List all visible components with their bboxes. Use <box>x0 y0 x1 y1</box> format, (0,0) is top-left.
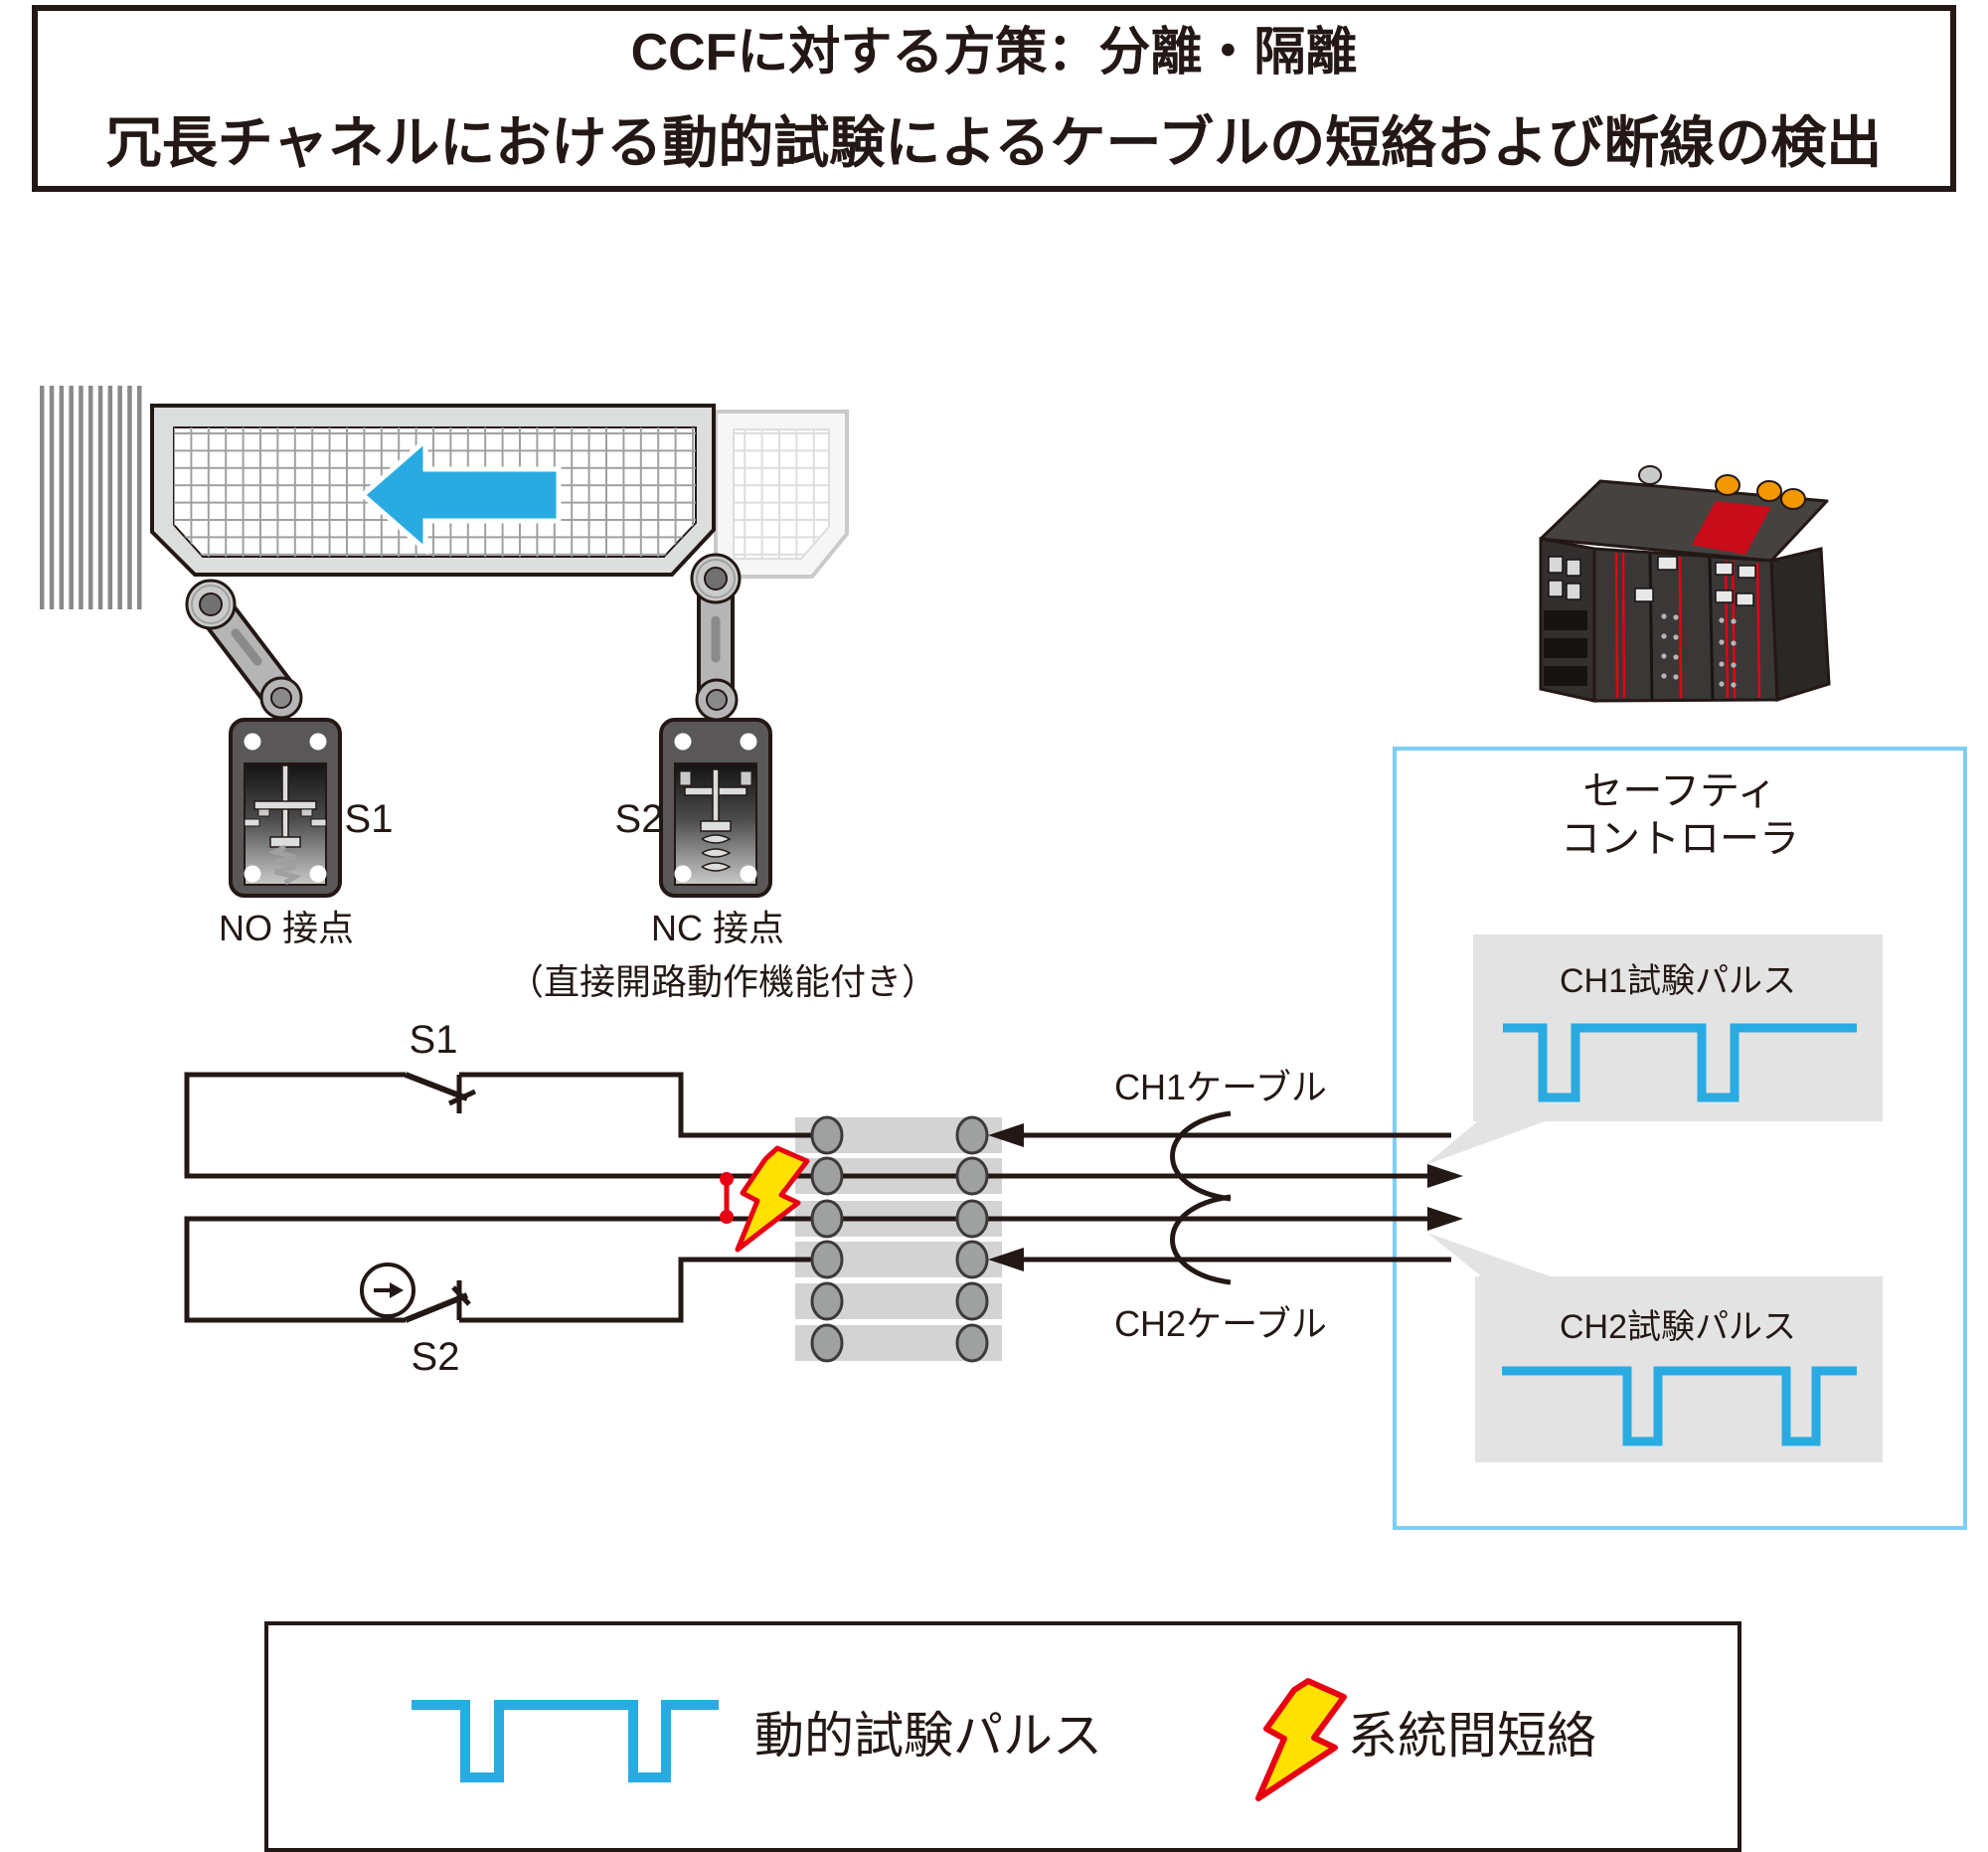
wire-ch2-return <box>184 1216 1431 1323</box>
s2-nc-contact-symbol <box>404 1280 471 1323</box>
title-line-2: 冗長チャネルにおける動的試験によるケーブルの短絡および断線の検出 <box>106 111 1882 174</box>
terminal-contact <box>810 1115 844 1155</box>
legend-box-border <box>264 1621 1741 1852</box>
legend-box: 動的試験パルス 系統間短絡 <box>264 1621 1741 1852</box>
title-box: CCFに対する方策：分離・隔離 冗長チャネルにおける動的試験によるケーブルの短絡… <box>32 5 1956 192</box>
controller-top-face <box>1539 479 1829 563</box>
controller-gray-knob-icon <box>1638 465 1662 485</box>
ch2-pulse-waveform <box>1502 1366 1857 1446</box>
arrowhead-right-icon <box>1427 1164 1463 1188</box>
terminal-contact <box>810 1323 844 1363</box>
controller-terminal-dots <box>1661 613 1737 688</box>
safety-controller-box: セーフティ コントローラ CH1試験パルス CH2試験パルス <box>1393 747 1967 1530</box>
wire-ch1-feed <box>459 1072 817 1138</box>
terminal-contact <box>810 1281 844 1321</box>
controller-connector-tabs <box>1634 556 1756 606</box>
safety-controller-title-line2: コントローラ <box>1561 817 1799 861</box>
controller-end-cap <box>1769 547 1831 703</box>
wire-ch2-feed <box>459 1257 817 1323</box>
switch-mechanism-s2 <box>679 768 752 872</box>
circuit-s1-label: S1 <box>410 1018 458 1062</box>
terminal-contact <box>955 1156 989 1196</box>
terminal-contact <box>810 1156 844 1196</box>
wiring-circuit: S1 S2 CH1ケーブル CH2ケーブル <box>184 1018 1463 1379</box>
direct-opening-action-icon <box>360 1263 415 1318</box>
title-box-border <box>32 5 1956 192</box>
ch2-pulse-label: CH2試験パルス <box>1560 1308 1796 1346</box>
circuit-s2-label: S2 <box>412 1335 460 1379</box>
ch2-pulse-bubble: CH2試験パルス <box>1427 1233 1883 1462</box>
terminal-contact <box>810 1240 844 1279</box>
controller-module-separators <box>1648 553 1715 701</box>
roller-lever-s2 <box>690 553 742 722</box>
controller-slots <box>1544 610 1587 686</box>
wire-ch1-return <box>184 1072 1431 1179</box>
ch2-cable-coil-icon <box>1170 1194 1232 1285</box>
ch1-pulse-bubble: CH1試験パルス <box>1425 934 1883 1165</box>
label-nc-contact: NC 接点 <box>651 908 784 948</box>
label-s1: S1 <box>345 797 394 841</box>
screw-holes-s2 <box>674 733 757 883</box>
label-s2: S2 <box>615 797 664 841</box>
switch-mechanism-s1 <box>244 764 327 886</box>
label-no-contact: NO 接点 <box>219 908 354 948</box>
ch1-cable-label: CH1ケーブル <box>1114 1067 1327 1107</box>
terminal-contact <box>810 1199 844 1239</box>
arrowhead-left-icon <box>988 1248 1024 1271</box>
arrowhead-right-icon <box>1427 1207 1463 1231</box>
guard-scene: S1 NO 接点 <box>40 386 937 1002</box>
controller-led-buttons <box>1548 556 1581 600</box>
legend-short-circuit-label: 系統間短絡 <box>1348 1708 1596 1764</box>
safety-controller-title-line1: セーフティ <box>1582 769 1776 813</box>
terminal-contacts <box>810 1115 989 1363</box>
lightning-icon <box>735 1145 810 1253</box>
fence-wall-stripes <box>40 386 142 609</box>
door-move-left-arrow-icon <box>359 434 562 556</box>
terminal-contact <box>955 1199 989 1239</box>
limit-switch-s1: S1 NO 接点 <box>185 579 394 948</box>
ch2-cable-label: CH2ケーブル <box>1114 1303 1327 1344</box>
legend-pulse-label: 動的試験パルス <box>754 1708 1102 1764</box>
controller-orange-knob-icons <box>1715 474 1806 510</box>
legend-lightning-icon <box>1255 1678 1347 1801</box>
short-circuit-mark <box>720 1145 810 1253</box>
terminal-contact <box>955 1281 989 1321</box>
s1-no-contact-symbol <box>404 1072 477 1113</box>
terminal-contact <box>955 1323 989 1363</box>
controller-red-stripes <box>1614 552 1761 699</box>
safety-controller-product <box>1539 465 1831 703</box>
terminal-contact <box>955 1115 989 1155</box>
terminal-contact <box>955 1240 989 1279</box>
ch1-pulse-label: CH1試験パルス <box>1560 962 1796 1000</box>
roller-lever-s1 <box>185 579 303 720</box>
controller-red-band <box>1692 501 1771 555</box>
fence-door-ghost <box>714 410 849 579</box>
limit-switch-s2: S2 NC 接点 （直接開路動作機能付き） <box>508 553 937 1002</box>
arrowhead-left-icon <box>988 1123 1024 1147</box>
ch1-pulse-waveform <box>1503 1023 1857 1102</box>
fence-door <box>150 404 716 577</box>
ch1-cable-coil-icon <box>1170 1110 1232 1202</box>
legend-pulse-waveform-icon <box>412 1700 719 1782</box>
screw-holes-s1 <box>244 733 327 883</box>
title-line-1: CCFに対する方策：分離・隔離 <box>631 24 1358 82</box>
label-nc-contact-note: （直接開路動作機能付き） <box>508 961 937 1002</box>
